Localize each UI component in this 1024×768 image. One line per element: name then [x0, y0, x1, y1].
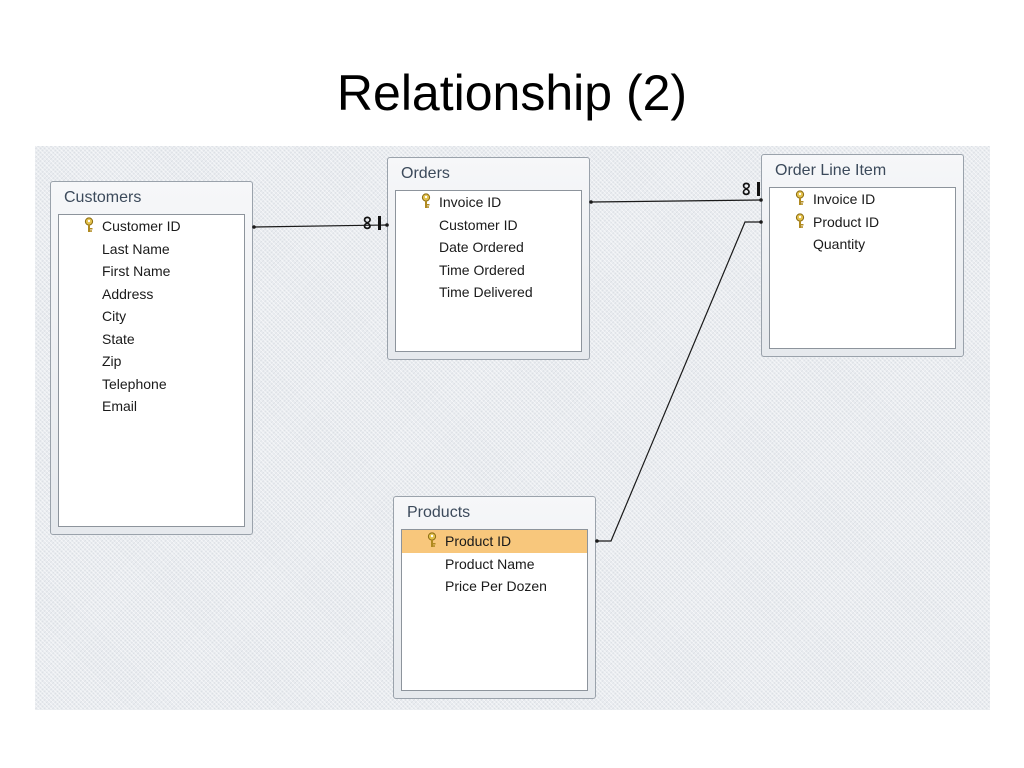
field-label: Customer ID [102, 218, 181, 234]
field-label: Time Ordered [439, 261, 525, 278]
field-customer-id[interactable]: Customer ID [59, 215, 244, 238]
field-city[interactable]: City [59, 305, 244, 328]
field-label: Address [102, 285, 154, 302]
field-label: Invoice ID [813, 191, 876, 207]
table-title[interactable]: Orders [401, 165, 450, 182]
primary-key-icon [421, 193, 431, 208]
field-label: Invoice ID [439, 194, 502, 210]
field-list: Product ID Product Name Price Per Dozen [401, 529, 588, 691]
many-symbol: ∞ [356, 215, 381, 230]
primary-key-icon [795, 212, 805, 228]
table-orders[interactable]: Orders Invoice ID Customer ID Date Order… [387, 157, 590, 360]
field-label: Product ID [813, 213, 880, 230]
slide-title: Relationship (2) [336, 65, 688, 121]
field-date-ordered[interactable]: Date Ordered [396, 236, 581, 259]
many-cardinality-orders: ∞ [356, 215, 381, 230]
relationship-endpoint [385, 223, 389, 227]
field-price-per-dozen[interactable]: Price Per Dozen [402, 575, 587, 598]
table-title[interactable]: Products [407, 504, 471, 521]
relationship-endpoint [759, 220, 763, 224]
relationship-customers-orders [253, 224, 388, 228]
field-list: Customer ID Last Name First Name Address… [58, 214, 245, 527]
field-product-id[interactable]: Product ID [770, 211, 955, 234]
many-cardinality-order-line-item: ∞ [735, 181, 760, 196]
field-label: Product Name [445, 555, 535, 572]
table-customers[interactable]: Customers Customer ID Last Name First Na… [50, 181, 253, 535]
relationship-orders-orderlineitem [590, 199, 762, 203]
field-last-name[interactable]: Last Name [59, 238, 244, 261]
relationship-products-orderlineitem [597, 221, 761, 542]
field-customer-id[interactable]: Customer ID [396, 214, 581, 237]
field-time-ordered[interactable]: Time Ordered [396, 259, 581, 282]
field-label: Last Name [102, 240, 170, 257]
table-products[interactable]: Products Product ID Product Name Price P… [393, 496, 596, 699]
field-invoice-id[interactable]: Invoice ID [396, 191, 581, 214]
table-title[interactable]: Customers [64, 189, 142, 206]
relationship-endpoint [759, 198, 763, 202]
field-label: First Name [102, 263, 171, 279]
many-symbol: ∞ [735, 181, 760, 196]
field-quantity[interactable]: Quantity [770, 233, 955, 256]
field-product-id[interactable]: Product ID [402, 530, 587, 553]
field-state[interactable]: State [59, 328, 244, 351]
field-label: Email [102, 398, 138, 414]
field-label: State [102, 330, 135, 347]
field-time-delivered[interactable]: Time Delivered [396, 281, 581, 304]
field-email[interactable]: Email [59, 395, 244, 418]
field-list: Invoice ID Product ID Quantity [769, 187, 956, 349]
primary-key-icon [427, 532, 437, 547]
field-label: Price Per Dozen [445, 578, 547, 594]
relationship-endpoint [589, 200, 593, 204]
field-telephone[interactable]: Telephone [59, 373, 244, 396]
field-label: Quantity [813, 236, 866, 252]
field-label: Customer ID [439, 216, 518, 233]
relationship-endpoint [252, 225, 256, 229]
table-order-line-item[interactable]: Order Line Item Invoice ID Product ID Qu… [761, 154, 964, 357]
primary-key-icon [795, 190, 805, 205]
field-first-name[interactable]: First Name [59, 260, 244, 283]
field-address[interactable]: Address [59, 283, 244, 306]
field-invoice-id[interactable]: Invoice ID [770, 188, 955, 211]
primary-key-icon [84, 217, 94, 232]
field-label: Date Ordered [439, 239, 524, 255]
relationship-endpoint [595, 539, 599, 543]
table-title[interactable]: Order Line Item [775, 162, 887, 179]
field-label: Product ID [445, 533, 512, 549]
field-label: Time Delivered [439, 284, 533, 300]
field-label: City [102, 308, 127, 324]
field-list: Invoice ID Customer ID Date Ordered Time… [395, 190, 582, 352]
field-product-name[interactable]: Product Name [402, 553, 587, 576]
field-label: Zip [102, 353, 122, 369]
field-label: Telephone [102, 375, 167, 392]
field-zip[interactable]: Zip [59, 350, 244, 373]
